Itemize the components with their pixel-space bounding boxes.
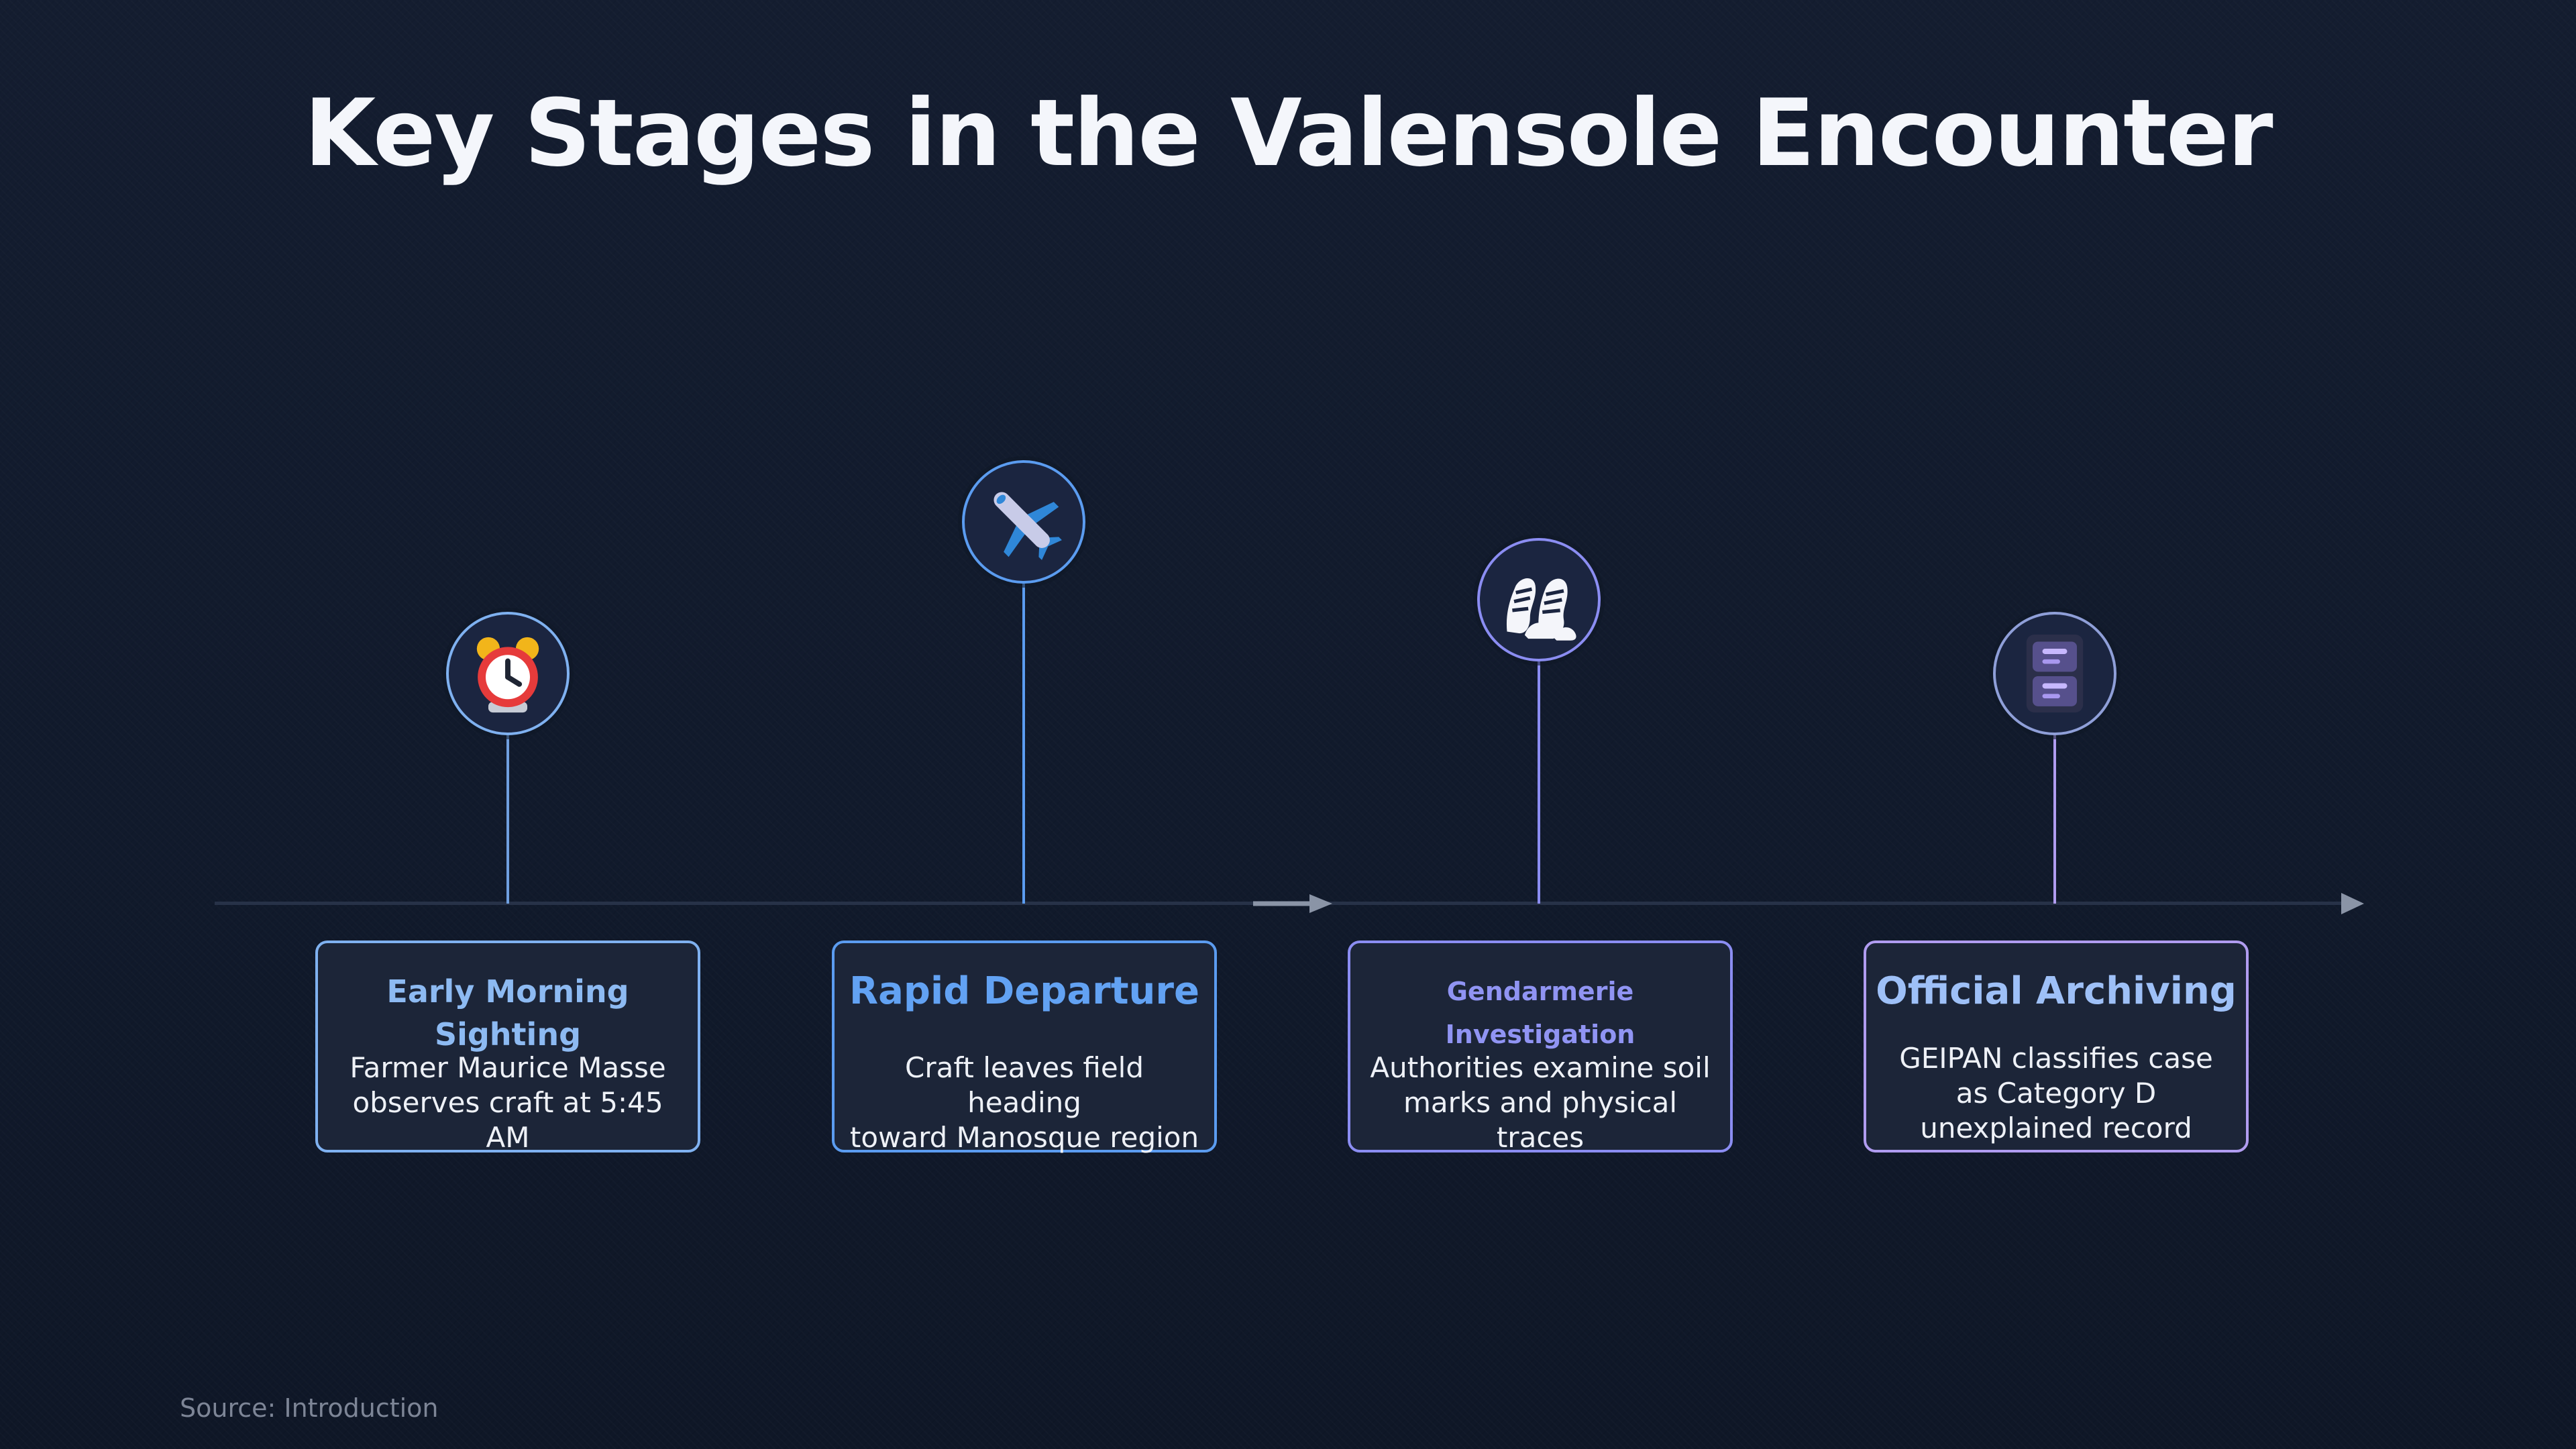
page-title: Key Stages in the Valensole Encounter bbox=[304, 79, 2273, 187]
stage-3-description: Authorities examine soil marks and physi… bbox=[1364, 1051, 1717, 1155]
stage-4-title: Official Archiving bbox=[1876, 969, 2237, 1013]
stage-4-stem bbox=[2053, 735, 2056, 904]
source-note: Source: Introduction bbox=[180, 1393, 439, 1423]
stage-4-description-line: unexplained record bbox=[1920, 1112, 2192, 1144]
stage-2-stem bbox=[1022, 584, 1025, 904]
alarm-clock-icon bbox=[476, 637, 539, 713]
stage-1-description: Farmer Maurice Masse observes craft at 5… bbox=[331, 1051, 684, 1155]
stage-3-card: Gendarmerie Investigation Authorities ex… bbox=[1348, 941, 1733, 1155]
stage-2-card: Rapid Departure Craft leaves field headi… bbox=[832, 941, 1217, 1155]
file-cabinet-icon bbox=[2026, 634, 2084, 713]
stage-2-icon-circle bbox=[962, 460, 1085, 584]
stage-4-description-line: as Category D bbox=[1955, 1077, 2157, 1110]
stage-2-description: Craft leaves field heading toward Manosq… bbox=[848, 1051, 1201, 1155]
stage-1-card: Early Morning Sighting Farmer Maurice Ma… bbox=[315, 941, 700, 1155]
stage-1-stem bbox=[506, 735, 509, 904]
footprints-icon bbox=[1506, 578, 1576, 641]
stage-4-card: Official Archiving GEIPAN classifies cas… bbox=[1864, 941, 2249, 1152]
timeline-mid-arrow bbox=[1253, 894, 1332, 913]
stage-2-description-line: Craft leaves field heading bbox=[905, 1051, 1144, 1119]
stage-1-description-line: observes craft at 5:45 AM bbox=[352, 1086, 663, 1154]
stage-4-icon-circle bbox=[1993, 612, 2116, 735]
stage-3-stem bbox=[1538, 661, 1540, 904]
stage-1-icon-circle bbox=[446, 612, 570, 735]
airplane-icon bbox=[994, 492, 1062, 560]
stage-4-description-line: GEIPAN classifies case bbox=[1899, 1042, 2213, 1075]
stage-2-title: Rapid Departure bbox=[849, 969, 1199, 1013]
stage-1-description-line: Farmer Maurice Masse bbox=[350, 1051, 666, 1084]
stage-3-description-line: marks and physical traces bbox=[1403, 1086, 1678, 1154]
stage-3-title: Gendarmerie Investigation bbox=[1445, 977, 1635, 1049]
stage-3-icon-circle bbox=[1477, 538, 1601, 661]
stage-3-description-line: Authorities examine soil bbox=[1370, 1051, 1711, 1084]
timeline-arrowhead bbox=[2341, 893, 2364, 914]
stage-1-title: Early Morning Sighting bbox=[386, 973, 629, 1053]
stage-4-description: GEIPAN classifies case as Category D une… bbox=[1880, 1041, 2233, 1146]
stage-2-description-line: toward Manosque region bbox=[849, 1121, 1199, 1154]
